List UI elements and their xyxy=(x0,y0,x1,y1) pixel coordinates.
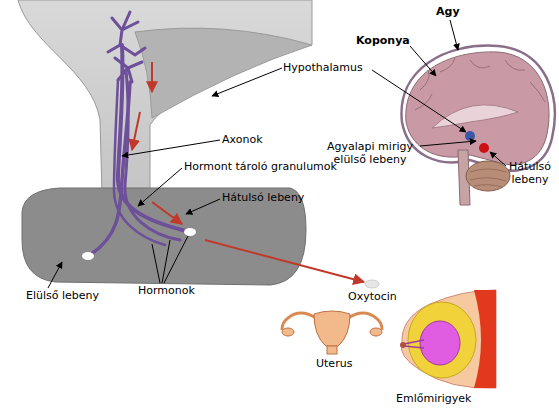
leader-line xyxy=(138,168,182,206)
granule xyxy=(184,228,196,236)
leader-line xyxy=(186,199,220,214)
fallopian-tube xyxy=(282,313,316,330)
brain-cerebrum xyxy=(406,52,549,165)
leader-line xyxy=(48,262,62,288)
leader-line xyxy=(122,140,220,156)
gyrus-line xyxy=(415,58,545,110)
breast-drawing xyxy=(400,290,496,388)
part-label: Hormonok xyxy=(138,284,218,297)
part-label: Oxytocin xyxy=(348,290,418,303)
cerebellum xyxy=(466,161,510,191)
cerebellum-folia xyxy=(470,169,506,187)
dendrite xyxy=(115,58,142,82)
breast-outline xyxy=(401,290,496,388)
part-label: Hypothalamus xyxy=(283,61,383,74)
part-label: Uterus xyxy=(316,357,376,370)
fallopian-tube xyxy=(348,313,382,330)
part-label: Hátulsó lebeny xyxy=(222,191,322,204)
leader-line xyxy=(490,152,506,166)
part-label: Koponya xyxy=(356,34,426,47)
dendrite xyxy=(108,12,145,55)
fat-tissue xyxy=(408,302,476,378)
brain-gyri xyxy=(415,58,545,110)
leader-line xyxy=(162,240,170,283)
flow-arrow xyxy=(152,202,182,224)
part-label: Hátulsó lebeny xyxy=(502,160,558,186)
part-label: Agyalapi mirigy elülső lebeny xyxy=(318,140,422,166)
uterus-body xyxy=(314,311,350,346)
granule xyxy=(82,252,94,260)
hormone-dot xyxy=(365,280,379,288)
mammary-lobes xyxy=(420,321,460,365)
ovary xyxy=(282,328,294,336)
chest-wall xyxy=(474,290,496,388)
flow-arrows xyxy=(132,62,364,282)
part-label: Elülső lebeny xyxy=(26,289,126,302)
part-label: Agy xyxy=(436,5,476,18)
leader-lines xyxy=(48,68,282,288)
flow-arrow xyxy=(151,62,153,92)
flow-arrow xyxy=(132,112,140,150)
ovary xyxy=(370,328,382,336)
skull-outline xyxy=(402,46,555,171)
neuron-group xyxy=(90,12,190,255)
cervix xyxy=(327,346,337,354)
flow-arrow xyxy=(205,240,364,282)
axon xyxy=(125,70,180,240)
axon xyxy=(114,80,165,245)
posterior-lobe-spot xyxy=(479,143,489,153)
leader-line xyxy=(152,244,160,283)
milk-duct xyxy=(404,340,424,348)
folia-line xyxy=(470,169,506,187)
leader-line xyxy=(410,46,436,76)
axon xyxy=(90,82,130,255)
leader-line xyxy=(212,68,282,96)
part-label: Axonok xyxy=(222,133,282,146)
uterus-drawing xyxy=(282,311,382,354)
leader-line xyxy=(372,70,466,132)
nipple xyxy=(400,342,406,348)
leader-line xyxy=(420,141,476,146)
leader-line xyxy=(164,236,188,283)
leader-line xyxy=(450,20,458,50)
corpus-callosum xyxy=(432,105,518,128)
part-label: Emlőmirigyek xyxy=(396,392,496,405)
part-label: Hormont tároló granulumok xyxy=(184,160,354,173)
hypothalamus-spot xyxy=(465,131,475,141)
